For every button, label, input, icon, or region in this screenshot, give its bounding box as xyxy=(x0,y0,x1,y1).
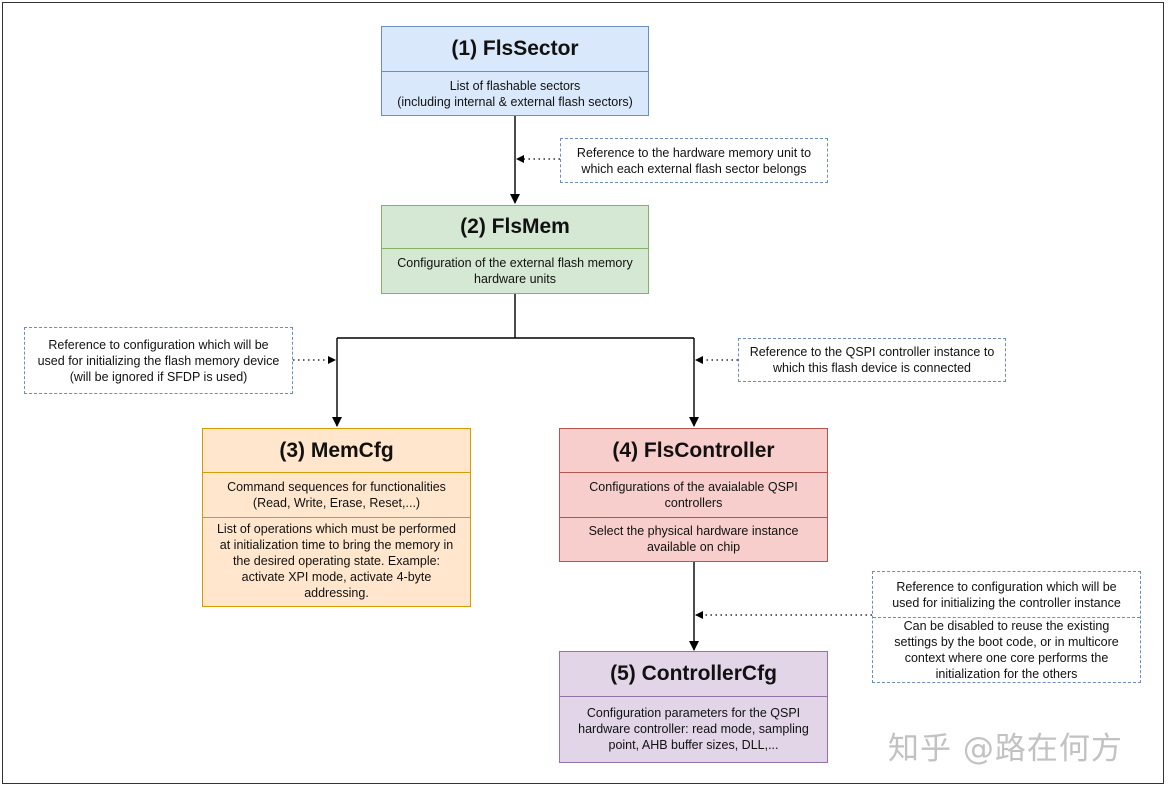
node-section-configs: Configurations of the avaialable QSPI co… xyxy=(560,473,827,518)
text-line: (including internal & external flash sec… xyxy=(397,94,633,109)
node-description: Configuration of the external flash memo… xyxy=(382,249,648,292)
note-ctrl-cfg-ref[interactable]: Reference to configuration which will be… xyxy=(872,571,1141,683)
node-description: List of flashable sectors (including int… xyxy=(382,72,648,115)
watermark: 知乎 @路在何方 xyxy=(888,731,1123,767)
node-title: (2) FlsMem xyxy=(382,206,648,249)
node-controller-cfg[interactable]: (5) ControllerCfg Configuration paramete… xyxy=(559,651,828,763)
text-line: Can be disabled to reuse the existing xyxy=(903,619,1110,633)
text-line: Configuration of the external flash memo… xyxy=(397,255,633,270)
node-section-commands: Command sequences for functionalities (R… xyxy=(203,473,470,518)
node-title: (3) MemCfg xyxy=(203,429,470,473)
text-line: controllers xyxy=(664,496,723,510)
node-title: (5) ControllerCfg xyxy=(560,652,827,697)
text-line: which each external flash sector belongs xyxy=(581,161,807,176)
text-line: Select the physical hardware instance xyxy=(588,524,799,538)
text-line: available on chip xyxy=(646,540,741,554)
note-qspi-ref[interactable]: Reference to the QSPI controller instanc… xyxy=(738,338,1006,382)
note-mem-unit-ref[interactable]: Reference to the hardware memory unit to… xyxy=(560,138,828,183)
node-fls-controller[interactable]: (4) FlsController Configurations of the … xyxy=(559,428,828,562)
text-line: Command sequences for functionalities xyxy=(227,480,446,494)
node-title: (1) FlsSector xyxy=(382,27,648,72)
note-part-disable: Can be disabled to reuse the existing se… xyxy=(873,618,1140,682)
text-line: Configuration parameters for the QSPI xyxy=(586,706,801,720)
text-line: Configurations of the avaialable QSPI xyxy=(589,480,798,494)
text-line: Reference to configuration which will be xyxy=(48,337,269,352)
text-line: Reference to the hardware memory unit to xyxy=(576,145,812,160)
text-line: Reference to configuration which will be xyxy=(896,579,1117,594)
text-line: hardware controller: read mode, sampling xyxy=(578,722,809,736)
text-line: (will be ignored if SFDP is used) xyxy=(69,369,248,384)
text-line: used for initializing the flash memory d… xyxy=(37,353,280,368)
text-line: List of flashable sectors xyxy=(449,78,581,93)
node-section-hw-instance: Select the physical hardware instance av… xyxy=(560,518,827,560)
text-line: addressing. xyxy=(304,586,369,600)
node-mem-cfg[interactable]: (3) MemCfg Command sequences for functio… xyxy=(202,428,471,607)
text-line: used for initializing the controller ins… xyxy=(892,595,1121,610)
text-line: initialization for the others xyxy=(935,667,1078,681)
text-line: hardware units xyxy=(474,271,556,286)
text-line: which this flash device is connected xyxy=(772,361,972,375)
text-line: activate XPI mode, activate 4-byte xyxy=(241,570,432,584)
text-line: at initialization time to bring the memo… xyxy=(219,538,454,552)
node-section-init-ops: List of operations which must be perform… xyxy=(203,518,470,604)
node-description: Configuration parameters for the QSPI ha… xyxy=(560,697,827,761)
text-line: the desired operating state. Example: xyxy=(232,554,441,568)
node-title: (4) FlsController xyxy=(560,429,827,473)
note-part-reference: Reference to configuration which will be… xyxy=(873,572,1140,618)
node-fls-sector[interactable]: (1) FlsSector List of flashable sectors … xyxy=(381,26,649,116)
text-line: context where one core performs the xyxy=(904,651,1109,665)
text-line: (Read, Write, Erase, Reset,...) xyxy=(252,496,421,510)
text-line: point, AHB buffer sizes, DLL,... xyxy=(608,738,779,752)
node-fls-mem[interactable]: (2) FlsMem Configuration of the external… xyxy=(381,205,649,294)
text-line: settings by the boot code, or in multico… xyxy=(894,635,1119,649)
text-line: Reference to the QSPI controller instanc… xyxy=(749,345,995,359)
text-line: List of operations which must be perform… xyxy=(216,522,456,536)
note-mem-cfg-ref[interactable]: Reference to configuration which will be… xyxy=(24,327,293,394)
